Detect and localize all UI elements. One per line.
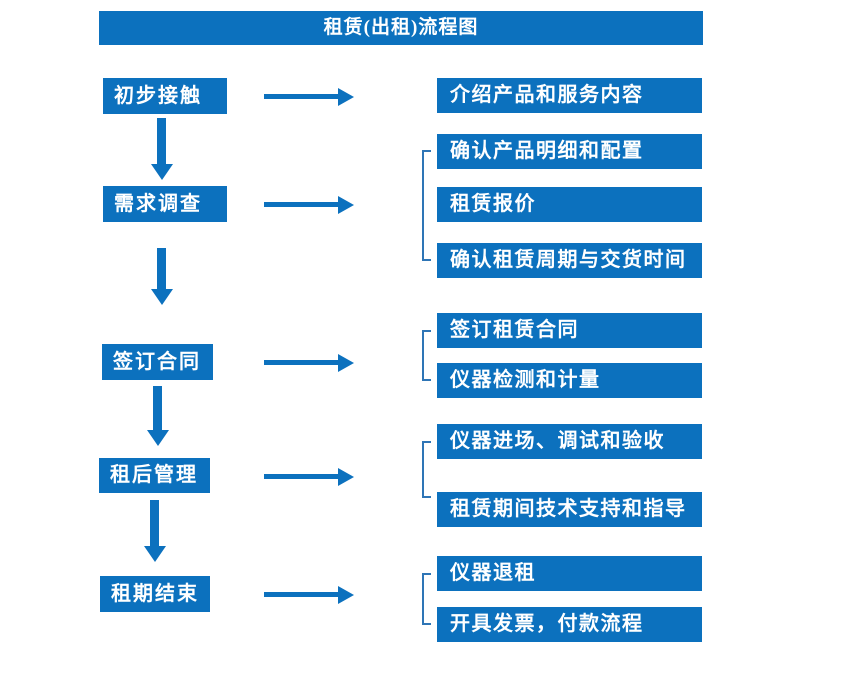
bracket-group-sign-contract xyxy=(422,330,431,381)
arrow-right-icon-2 xyxy=(264,202,338,207)
bracket-group-post-rental xyxy=(422,441,431,498)
step-box-rental-end: 租期结束 xyxy=(100,576,210,612)
detail-box-sign-rental-contract: 签订租赁合同 xyxy=(437,313,702,348)
detail-box-instrument-setup-acceptance: 仪器进场、调试和验收 xyxy=(437,424,702,459)
detail-box-instrument-return: 仪器退租 xyxy=(437,556,702,591)
step-box-post-rental-management: 租后管理 xyxy=(99,458,210,493)
arrow-right-icon-3 xyxy=(264,360,338,365)
detail-box-confirm-product-config: 确认产品明细和配置 xyxy=(437,134,702,169)
step-box-sign-contract: 签订合同 xyxy=(102,344,213,380)
detail-box-invoice-payment: 开具发票，付款流程 xyxy=(437,607,702,642)
step-box-demand-survey: 需求调查 xyxy=(103,186,227,222)
detail-box-technical-support: 租赁期间技术支持和指导 xyxy=(437,492,702,527)
bracket-group-rental-end xyxy=(422,573,431,625)
arrow-right-icon-1 xyxy=(264,94,338,99)
detail-box-rental-quote: 租赁报价 xyxy=(437,187,702,222)
arrow-right-icon-5 xyxy=(264,592,338,597)
arrow-down-icon-4 xyxy=(150,500,159,546)
detail-box-confirm-period-delivery: 确认租赁周期与交货时间 xyxy=(437,243,702,278)
arrow-down-icon-3 xyxy=(153,386,162,430)
detail-box-instrument-inspection: 仪器检测和计量 xyxy=(437,363,702,398)
arrow-down-icon-2 xyxy=(157,248,166,289)
bracket-group-demand-survey xyxy=(422,150,431,261)
arrow-right-icon-4 xyxy=(264,474,338,479)
detail-box-intro-products-services: 介绍产品和服务内容 xyxy=(437,78,702,113)
arrow-down-icon-1 xyxy=(157,118,166,164)
flowchart-title: 租赁(出租)流程图 xyxy=(323,17,479,38)
step-box-initial-contact: 初步接触 xyxy=(103,78,227,114)
flowchart-title-bar: 租赁(出租)流程图 xyxy=(99,11,703,45)
